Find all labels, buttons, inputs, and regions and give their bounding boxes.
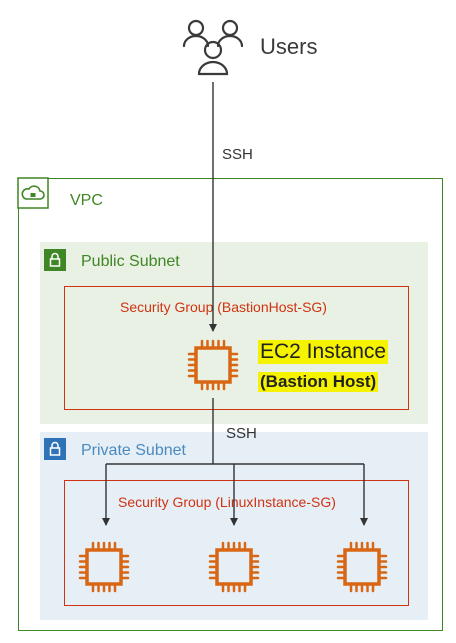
public-subnet-container (40, 242, 428, 424)
public-subnet-lock-icon (43, 248, 67, 272)
users-label: Users (260, 34, 318, 59)
public-subnet-label: Public Subnet (81, 253, 180, 270)
security-group-linux (64, 480, 409, 606)
security-group-bastion-label: Security Group (BastionHost-SG) (120, 299, 327, 315)
ssh-label-top: SSH (222, 146, 253, 163)
cloud-lock-icon (17, 177, 49, 209)
bastion-title: EC2 Instance (258, 340, 389, 364)
security-group-bastion (64, 286, 409, 410)
users-icon (182, 19, 244, 76)
vpc-label: VPC (70, 192, 103, 209)
private-subnet-label: Private Subnet (81, 442, 186, 459)
ssh-arrows-bastion-to-instances (102, 398, 368, 526)
linux-ec2-icon-1 (78, 541, 130, 593)
security-group-linux-label: Security Group (LinuxInstance-SG) (118, 494, 336, 510)
bastion-subtitle: (Bastion Host) (258, 372, 379, 392)
linux-ec2-icon-2 (208, 541, 260, 593)
bastion-ec2-icon (187, 339, 239, 391)
linux-ec2-icon-3 (336, 541, 388, 593)
private-subnet-lock-icon (43, 437, 67, 461)
vpc-container (18, 178, 443, 631)
ssh-label-middle: SSH (226, 425, 257, 442)
